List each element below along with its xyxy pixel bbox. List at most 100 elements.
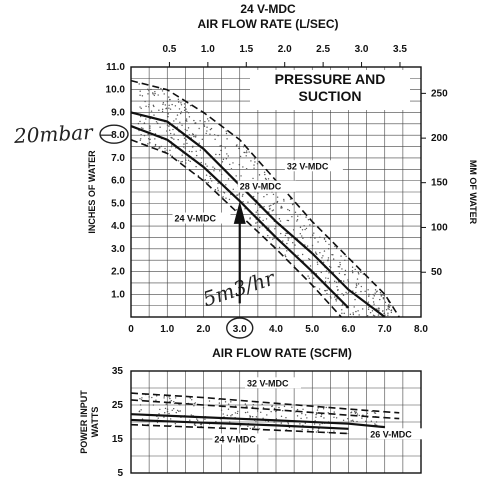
power-stipple-dot: [157, 417, 159, 419]
power-stipple-dot: [252, 406, 254, 408]
stipple-dot: [222, 196, 224, 198]
stipple-dot: [329, 265, 331, 268]
stipple-dot: [279, 220, 282, 222]
stipple-dot: [276, 196, 279, 198]
stipple-dot: [284, 254, 286, 256]
stipple-dot: [209, 133, 211, 135]
stipple-dot: [272, 203, 275, 205]
power-stipple-dot: [140, 399, 143, 401]
power-stipple-dot: [236, 412, 239, 415]
power-stipple-dot: [258, 428, 261, 430]
stipple-dot: [161, 108, 164, 111]
stipple-dot: [229, 163, 231, 166]
stipple-dot: [184, 147, 187, 149]
stipple-dot: [169, 149, 171, 152]
power-stipple-dot: [352, 419, 354, 422]
stipple-dot: [358, 314, 360, 316]
stipple-dot: [214, 189, 217, 191]
y-tick-label: 8.0: [111, 130, 125, 141]
stipple-dot: [254, 161, 256, 163]
power-stipple-dot: [342, 419, 345, 421]
stipple-dot: [338, 266, 341, 268]
power-stipple-dot: [165, 403, 167, 405]
stipple-dot: [286, 250, 288, 252]
stipple-dot: [352, 271, 354, 274]
stipple-dot: [171, 144, 173, 146]
stipple-dot: [364, 290, 366, 293]
stipple-dot: [322, 261, 325, 263]
power-stipple-dot: [252, 403, 255, 406]
stipple-dot: [342, 294, 345, 296]
power-stipple-dot: [171, 409, 173, 411]
stipple-dot: [306, 245, 309, 247]
stipple-dot: [284, 234, 287, 237]
power-stipple-dot: [315, 412, 318, 414]
stipple-dot: [149, 125, 151, 127]
power-stipple-dot: [218, 402, 221, 404]
stipple-dot: [153, 114, 155, 116]
stipple-dot: [349, 313, 352, 316]
stipple-dot: [201, 138, 203, 141]
power-series-label-bg: [368, 428, 425, 440]
stipple-dot: [266, 193, 268, 196]
stipple-dot: [166, 124, 169, 126]
stipple-dot: [358, 273, 360, 275]
stipple-dot: [249, 218, 251, 220]
plot-frame: [130, 66, 422, 318]
stipple-dot: [162, 103, 164, 106]
stipple-dot: [347, 281, 350, 283]
stipple-dot: [161, 110, 164, 113]
power-stipple-dot: [275, 410, 277, 413]
top-tick-label: 0.5: [162, 44, 176, 55]
stipple-dot: [312, 277, 315, 279]
right-tick-label: 250: [431, 88, 448, 99]
annotation-circle: [99, 124, 129, 144]
x-tick-label: 5.0: [305, 324, 319, 335]
stipple-dot: [180, 102, 182, 104]
stipple-dot: [205, 174, 208, 176]
stipple-dot: [292, 241, 294, 244]
power-stipple-dot: [247, 425, 249, 428]
stipple-dot: [323, 250, 326, 252]
stipple-dot: [235, 209, 238, 211]
stipple-dot: [239, 155, 242, 158]
power-stipple-dot: [333, 411, 335, 413]
stipple-dot: [142, 127, 144, 130]
stipple-dot: [160, 87, 162, 90]
stipple-dot: [291, 216, 293, 218]
handwritten-note: 20mbar: [12, 120, 94, 148]
stipple-dot: [139, 115, 142, 118]
stipple-dot: [227, 155, 229, 157]
power-stipple-dot: [352, 420, 354, 423]
stipple-dot: [302, 237, 304, 240]
stipple-dot: [204, 179, 206, 181]
stipple-dot: [200, 161, 202, 164]
power-stipple-dot: [196, 419, 199, 421]
power-stipple-dot: [227, 408, 230, 410]
stipple-dot: [139, 106, 141, 108]
stipple-dot: [205, 181, 207, 184]
top-tick-label: 1.0: [201, 44, 215, 55]
stipple-dot: [138, 83, 140, 85]
power-stipple-dot: [230, 401, 232, 403]
power-stipple-dot: [315, 431, 318, 433]
stipple-dot: [174, 105, 177, 107]
power-stipple-dot: [271, 405, 274, 407]
stipple-dot: [263, 205, 265, 208]
stipple-dot: [185, 119, 187, 122]
stipple-dot: [140, 133, 142, 136]
power-stipple-dot: [246, 405, 248, 407]
power-stipple-dot: [374, 423, 376, 425]
stipple-dot: [185, 108, 187, 110]
stipple-dot: [324, 240, 327, 243]
power-stipple-dot: [256, 410, 259, 412]
x-tick-label: 1.0: [160, 324, 174, 335]
power-stipple-dot: [220, 425, 222, 428]
stipple-dot: [282, 240, 284, 242]
stipple-dot: [296, 219, 299, 221]
stipple-dot: [177, 160, 180, 162]
stipple-dot: [204, 121, 206, 123]
stipple-dot: [195, 154, 198, 157]
stipple-dot: [149, 142, 151, 144]
power-y-tick-label: 5: [117, 468, 123, 479]
